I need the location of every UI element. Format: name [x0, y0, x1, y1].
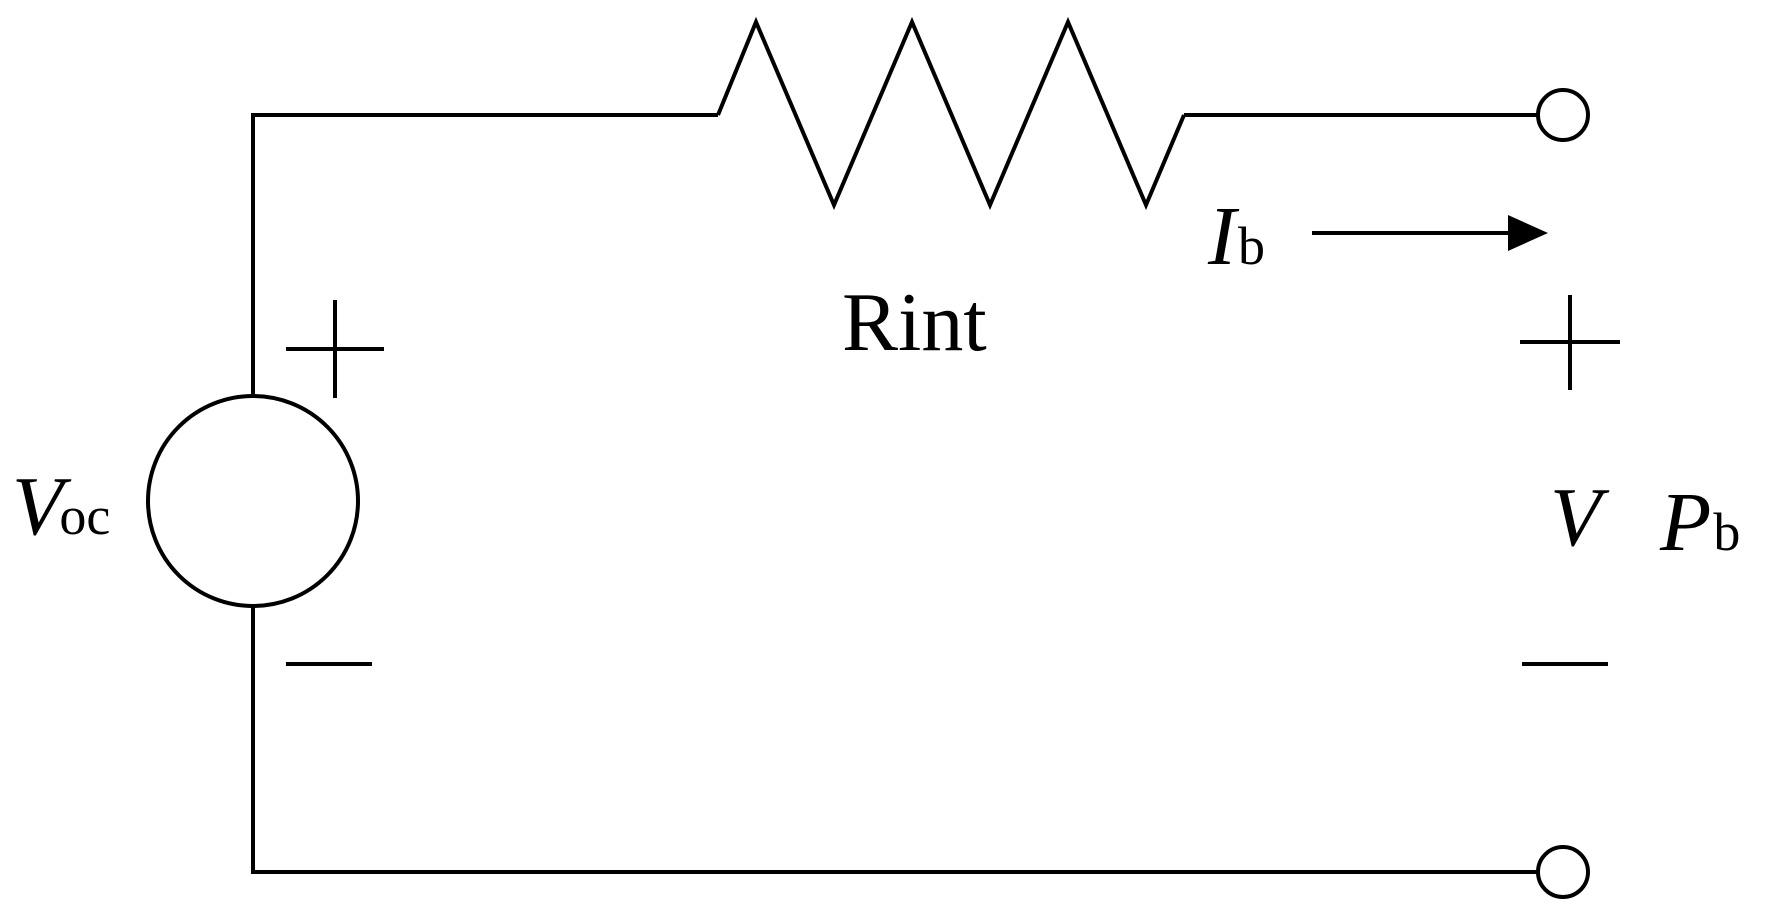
current-arrow: [1312, 215, 1548, 251]
resistor-label: Rint: [842, 276, 987, 369]
resistor: [716, 16, 1186, 211]
current-label: Ib: [1207, 190, 1265, 283]
voltage-source: [146, 394, 360, 608]
source-voltage-label: Voc: [12, 460, 110, 553]
top-left-wire: [251, 113, 718, 398]
bottom-wire: [251, 604, 1538, 874]
terminal-voltage-label: V: [1550, 471, 1610, 564]
power-label: Pb: [1659, 476, 1740, 569]
positive-terminal[interactable]: [1536, 88, 1590, 142]
source-plus-sign: [286, 300, 384, 398]
terminal-plus-sign: [1520, 295, 1620, 390]
negative-terminal[interactable]: [1536, 845, 1590, 899]
